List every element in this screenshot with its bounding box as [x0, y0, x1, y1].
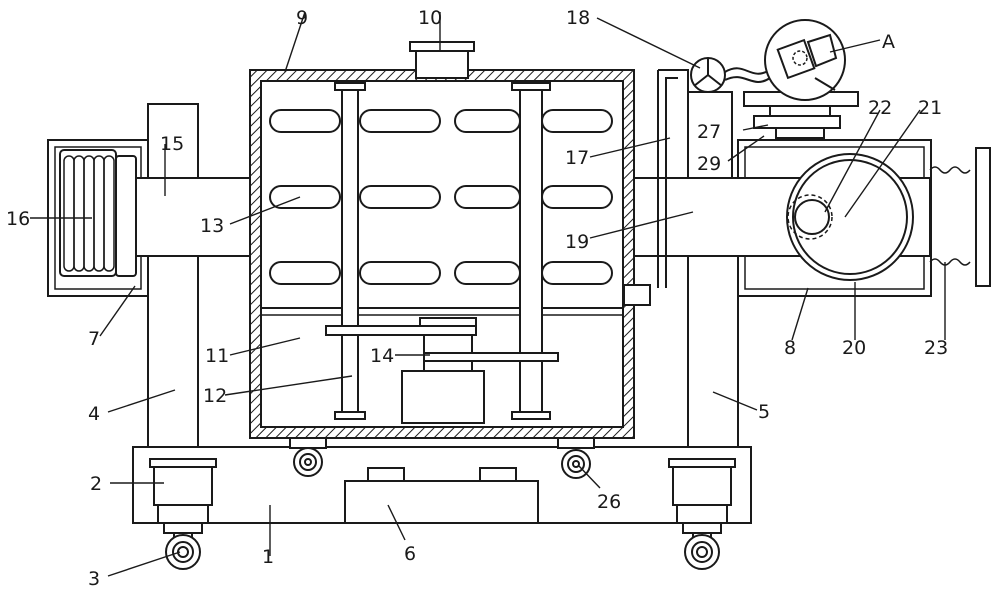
label-2: 2 [90, 473, 102, 495]
right-caster-housing [668, 458, 736, 534]
label-14: 14 [370, 345, 394, 367]
spring-end [929, 147, 991, 287]
stir-shaft-right [511, 82, 551, 420]
label-18: 18 [566, 7, 590, 29]
label-4: 4 [88, 403, 100, 425]
label-17: 17 [565, 147, 589, 169]
right-leg [687, 254, 739, 448]
label-29: 29 [697, 153, 721, 175]
label-22: 22 [868, 97, 892, 119]
large-roller [786, 153, 914, 281]
label-26: 26 [597, 491, 621, 513]
coil-unit [59, 149, 137, 277]
tank-feet [289, 437, 595, 479]
left-caster-housing [149, 458, 217, 534]
left-duct [135, 103, 253, 257]
label-8: 8 [784, 337, 796, 359]
part-labels: 9 10 18 A 15 16 13 17 27 29 22 21 19 7 8… [6, 7, 948, 590]
left-wheel [165, 532, 201, 570]
label-23: 23 [924, 337, 948, 359]
label-3: 3 [88, 568, 100, 590]
label-6: 6 [404, 543, 416, 565]
label-10: 10 [418, 7, 442, 29]
label-9: 9 [296, 7, 308, 29]
label-11: 11 [205, 345, 229, 367]
label-21: 21 [918, 97, 942, 119]
detail-circle-a [764, 19, 846, 101]
label-13: 13 [200, 215, 224, 237]
left-leg [147, 254, 199, 448]
main-tank [249, 69, 635, 439]
valve-18 [690, 57, 771, 93]
label-12: 12 [203, 385, 227, 407]
label-27: 27 [697, 121, 721, 143]
gear-drive [325, 317, 559, 424]
label-a: A [882, 31, 895, 53]
right-wheel [684, 532, 720, 570]
label-7: 7 [88, 328, 100, 350]
label-15: 15 [160, 133, 184, 155]
motor-block [344, 467, 539, 524]
leader-lines [30, 11, 946, 577]
label-1: 1 [262, 546, 274, 568]
label-5: 5 [758, 401, 770, 423]
label-20: 20 [842, 337, 866, 359]
inlet-pipe [409, 41, 475, 79]
label-16: 16 [6, 208, 30, 230]
label-19: 19 [565, 231, 589, 253]
